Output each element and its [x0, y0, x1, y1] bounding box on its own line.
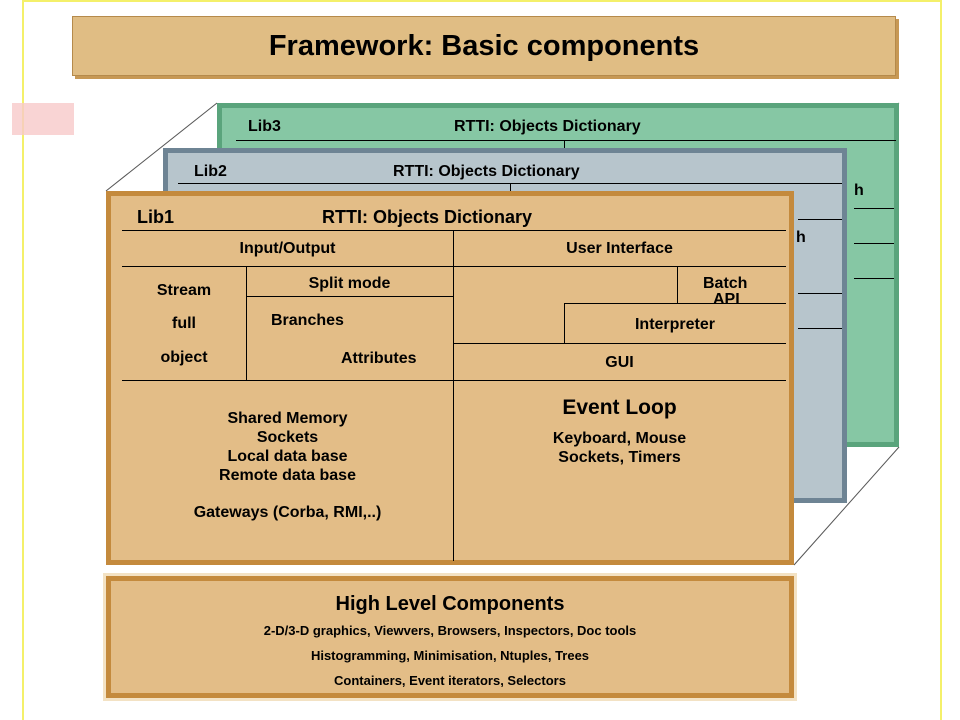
- stream-line-1: Stream: [156, 282, 212, 299]
- slide-border-left: [22, 0, 24, 720]
- stream-line-3: object: [160, 349, 208, 366]
- attributes-label: Attributes: [341, 350, 417, 367]
- slide-border-top: [22, 0, 942, 2]
- interpreter-label: Interpreter: [634, 316, 716, 333]
- lib2-clipped-text: h: [796, 229, 806, 246]
- event-item-keyboard-mouse: Keyboard, Mouse: [552, 430, 687, 447]
- lib1-divider-bottom: [122, 380, 786, 381]
- service-sockets: Sockets: [256, 429, 319, 446]
- lib1-divider-interp-v: [564, 303, 565, 343]
- lib3-divider: [854, 278, 894, 279]
- lib1-divider-split: [246, 296, 453, 297]
- api-label: API: [713, 291, 740, 308]
- lib1-divider-header: [122, 230, 786, 231]
- lib3-divider: [854, 243, 894, 244]
- lib1-divider-stream: [246, 266, 247, 381]
- lib2-name: Lib2: [194, 163, 227, 180]
- lib3-dictionary: RTTI: Objects Dictionary: [454, 118, 641, 135]
- lib1-divider-gui: [453, 343, 786, 344]
- batch-label: Batch: [703, 275, 748, 292]
- split-mode-label: Split mode: [308, 275, 391, 292]
- lib2-divider: [798, 293, 842, 294]
- perspective-line-top-left: [105, 102, 218, 192]
- lib2-divider: [798, 328, 842, 329]
- lib3-divider: [854, 208, 894, 209]
- lib3-divider: [236, 140, 896, 141]
- service-local-db: Local data base: [227, 448, 348, 465]
- stream-line-2: full: [172, 315, 196, 332]
- gui-label: GUI: [605, 354, 634, 371]
- decorative-shape: [12, 103, 74, 135]
- branches-label: Branches: [271, 312, 344, 329]
- high-level-components-box: High Level Components 2-D/3-D graphics, …: [106, 576, 794, 698]
- lib3-clipped-text: h: [854, 182, 864, 199]
- high-level-line-2: Histogramming, Minimisation, Ntuples, Tr…: [310, 648, 590, 663]
- lib1-layer: Lib1 RTTI: Objects Dictionary Input/Outp…: [106, 191, 794, 565]
- gateways-label: Gateways (Corba, RMI,..): [193, 504, 382, 521]
- slide-border-right: [940, 0, 942, 720]
- service-shared-memory: Shared Memory: [227, 410, 348, 427]
- event-item-sockets-timers: Sockets, Timers: [558, 449, 681, 466]
- high-level-line-1: 2-D/3-D graphics, Viewvers, Browsers, In…: [263, 623, 637, 638]
- perspective-line-bottom-right: [793, 446, 900, 566]
- event-loop-title: Event Loop: [562, 396, 677, 419]
- lib1-divider-batch: [677, 266, 678, 303]
- lib1-name: Lib1: [137, 207, 175, 227]
- slide-title: Framework: Basic components: [72, 16, 896, 76]
- lib2-divider: [798, 219, 842, 220]
- io-label: Input/Output: [239, 240, 336, 257]
- lib1-divider-center: [453, 230, 454, 561]
- lib1-dictionary: RTTI: Objects Dictionary: [322, 207, 533, 227]
- lib1-divider-interp: [564, 303, 786, 304]
- lib3-name: Lib3: [248, 118, 281, 135]
- high-level-line-3: Containers, Event iterators, Selectors: [334, 673, 566, 688]
- lib1-divider-io: [122, 266, 786, 267]
- high-level-title: High Level Components: [335, 593, 565, 615]
- service-remote-db: Remote data base: [219, 467, 356, 484]
- ui-label: User Interface: [566, 240, 673, 257]
- lib2-dictionary: RTTI: Objects Dictionary: [393, 163, 580, 180]
